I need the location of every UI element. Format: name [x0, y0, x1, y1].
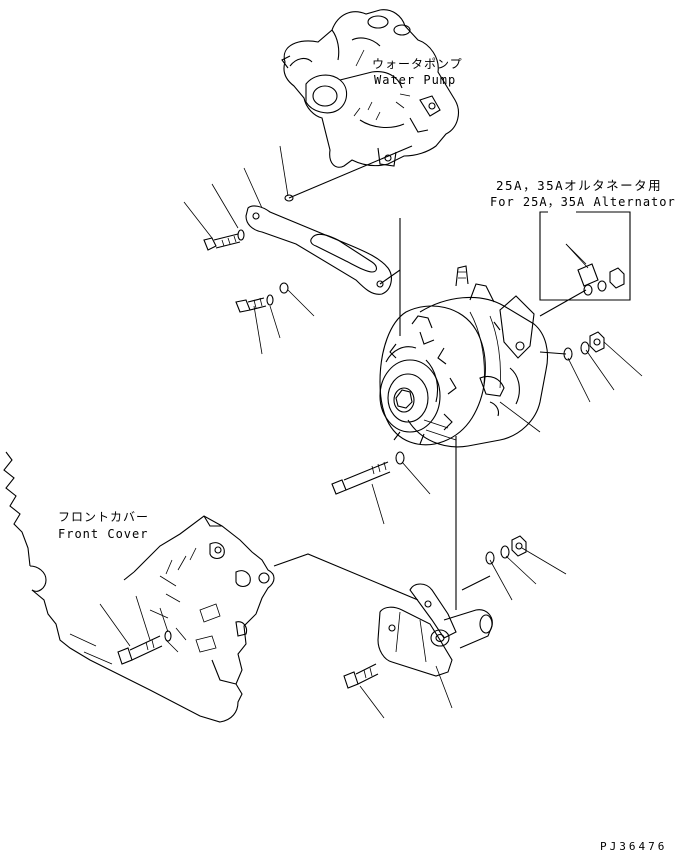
bracket-bolt — [343, 663, 379, 689]
upper-bolt-2 — [235, 297, 267, 313]
alternator-label-en: For 25A，35A Alternator — [490, 195, 676, 209]
alternator — [379, 265, 549, 448]
upper-bolt — [203, 233, 241, 251]
upper-washer — [237, 229, 245, 241]
nut-lower — [511, 535, 527, 557]
alternator-variant-callout — [539, 211, 631, 317]
pivot-washer — [395, 451, 405, 465]
lower-bracket — [377, 583, 493, 677]
leader-lines — [99, 49, 643, 719]
spring-washer-lower — [485, 551, 495, 565]
upper-washer-2 — [266, 282, 289, 306]
assembly-lines — [273, 145, 567, 610]
front-cover — [3, 451, 275, 723]
nut-right — [589, 331, 605, 353]
front-cover-label-jp: フロントカバー — [58, 510, 149, 524]
drawing-code: PJ36476 — [600, 840, 667, 853]
water-pump — [281, 9, 459, 168]
adjust-bracket — [245, 205, 392, 295]
front-cover-bolt — [117, 630, 172, 665]
alternator-label-jp: 25A，35Aオルタネータ用 — [496, 178, 662, 193]
water-pump-label-jp: ウォータポンプ — [372, 57, 463, 71]
water-pump-label-en: Water Pump — [374, 73, 456, 87]
pivot-bolt — [331, 461, 391, 495]
front-cover-label-en: Front Cover — [58, 527, 148, 541]
lock-washer-lower — [500, 545, 510, 559]
